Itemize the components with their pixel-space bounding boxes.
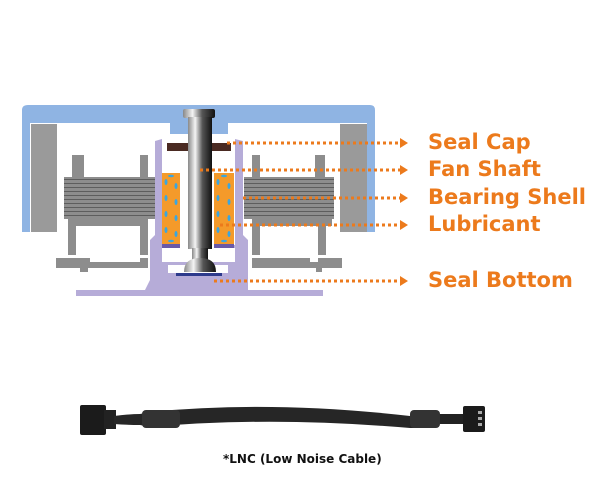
magnet-left (31, 124, 57, 232)
fan-shaft (183, 109, 216, 272)
arrow-head-icon (400, 276, 408, 286)
label-bearing-shell: Bearing Shell (428, 185, 586, 209)
label-lubricant: Lubricant (428, 212, 541, 236)
arrow-head-icon (400, 165, 408, 175)
arrow-head-icon (400, 193, 408, 203)
arrow-head-icon (400, 220, 408, 230)
seal-bottom (176, 273, 222, 276)
label-fan-shaft: Fan Shaft (428, 157, 541, 181)
stator-left (64, 177, 156, 219)
cable-caption: *LNC (Low Noise Cable) (223, 452, 382, 466)
label-seal-cap: Seal Cap (428, 130, 531, 154)
stator-right (244, 177, 334, 219)
magnet-right (340, 124, 367, 232)
bearing-shell (162, 173, 234, 248)
arrow-head-icon (400, 138, 408, 148)
stator-frame (56, 155, 342, 272)
low-noise-cable (80, 405, 485, 435)
callout-arrows (200, 141, 402, 283)
label-seal-bottom: Seal Bottom (428, 268, 573, 292)
lubricant-drops (164, 174, 231, 243)
